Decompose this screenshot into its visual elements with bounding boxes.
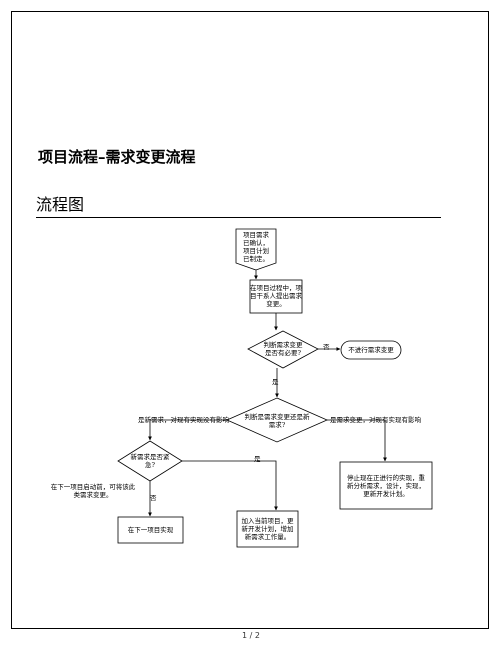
- label-yes-urgent: 是: [254, 455, 261, 463]
- next-project-node: 在下一项目实现: [127, 526, 174, 534]
- label-new-requirement: 是新需求，对现有实现没有影响: [138, 416, 229, 424]
- label-requirement-change: 是需求变更，对现有实现有影响: [330, 416, 421, 424]
- decision-urgent-node: 新需求是否紧 急?: [130, 453, 170, 469]
- page-border: [11, 11, 489, 629]
- add-current-node: 加入当前项目，更 新开发计划，增加 新需求工作量。: [241, 517, 294, 541]
- start-shape: [235, 228, 277, 271]
- stop-current-box: [339, 461, 433, 510]
- page-number: 1 / 2: [242, 631, 260, 640]
- next-project-box: [117, 516, 184, 544]
- label-no-necessary: 否: [323, 343, 330, 351]
- start-node: 项目需求 已确认， 项目计划 已制定。: [243, 231, 269, 263]
- decision-type-shape: [226, 397, 328, 443]
- propose-node: 在项目过程中，项 目干系人提出需求 变更。: [250, 284, 302, 308]
- decision-necessary-node: 判断需求变更 是否有必要?: [263, 341, 303, 357]
- section-heading: 流程图: [36, 195, 85, 214]
- next-project-note: 在下一项目启动前，可将该此 类需求变更。: [50, 483, 136, 499]
- decision-type-node: 判断是需求变更还是新 需求?: [244, 413, 310, 429]
- label-yes-necessary: 是: [272, 378, 279, 386]
- propose-box: [249, 279, 303, 314]
- heading-rule: [36, 217, 441, 218]
- document-title: 项目流程–需求变更流程: [38, 148, 196, 166]
- stop-current-node: 停止现在正进行的实现，重 新分析需求，设计，实现， 更新开发计划。: [347, 474, 425, 498]
- decision-necessary-shape: [247, 330, 319, 369]
- not-change-terminator: [340, 340, 402, 360]
- add-current-box: [236, 510, 299, 548]
- not-change-node: 不进行需求变更: [348, 346, 394, 354]
- label-no-urgent: 否: [150, 494, 157, 502]
